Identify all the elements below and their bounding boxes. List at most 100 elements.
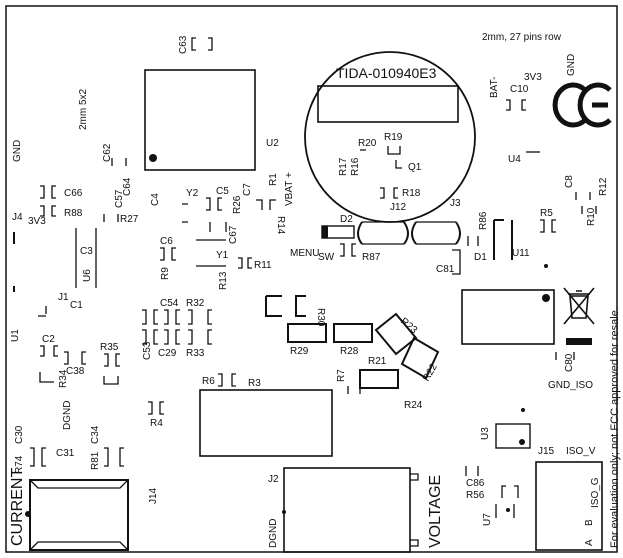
label-r28: R28 xyxy=(340,346,359,357)
ce-mark-icon xyxy=(552,82,612,128)
label-r22: R22 xyxy=(421,362,440,384)
label-gnd-left: GND xyxy=(12,140,23,162)
comp-j14-caps xyxy=(30,447,124,467)
label-r27: R27 xyxy=(120,214,139,225)
label-u1: U1 xyxy=(10,329,21,342)
comp-r87 xyxy=(340,243,356,257)
comp-r56 xyxy=(501,485,519,498)
comp-r35 xyxy=(104,353,120,367)
note-2mm-5x2: 2mm 5x2 xyxy=(78,88,89,130)
label-r3: R3 xyxy=(248,378,261,389)
label-c3: C3 xyxy=(80,246,93,257)
label-r81: R81 xyxy=(90,451,101,470)
label-r19: R19 xyxy=(384,132,403,143)
u7-dot xyxy=(506,508,510,512)
comp-y1 xyxy=(196,239,226,267)
label-c62: C62 xyxy=(102,143,113,162)
label-d1: D1 xyxy=(474,252,487,263)
j2-tabs xyxy=(410,473,419,547)
label-c38: C38 xyxy=(66,366,85,377)
label-r17: R17 xyxy=(338,157,349,176)
board-id: TIDA-010940E3 xyxy=(336,65,437,81)
label-3v3-a: 3V3 xyxy=(28,216,46,227)
comp-c10 xyxy=(506,99,526,111)
comp-r5 xyxy=(540,219,556,233)
comp-c5 xyxy=(206,197,222,211)
comp-row-2 xyxy=(142,329,212,345)
comp-r4 xyxy=(148,401,164,415)
label-c34: C34 xyxy=(90,425,101,444)
mcu-footprint xyxy=(144,69,256,171)
label-c54: C54 xyxy=(160,298,179,309)
comp-r29 xyxy=(287,323,327,343)
label-c7: C7 xyxy=(242,183,253,196)
comp-r21 xyxy=(359,369,399,389)
label-y1: Y1 xyxy=(216,250,229,261)
comp-c81 xyxy=(452,249,461,275)
label-u11: U11 xyxy=(512,248,530,259)
label-c1: C1 xyxy=(70,300,83,311)
label-r7: R7 xyxy=(336,369,347,382)
u3-pin1 xyxy=(519,439,525,445)
label-j12: J12 xyxy=(390,202,407,213)
label-r10: R10 xyxy=(586,207,597,226)
label-r12: R12 xyxy=(598,177,609,196)
label-c10: C10 xyxy=(510,84,529,95)
comp-r30-pad xyxy=(265,295,306,317)
isolator-pin1 xyxy=(542,294,550,302)
comp-r22 xyxy=(400,336,440,380)
d2-cathode xyxy=(322,226,328,238)
comp-c62 xyxy=(111,158,127,166)
comp-r28 xyxy=(333,323,373,343)
label-c57: C57 xyxy=(114,189,125,208)
label-r26: R26 xyxy=(232,195,243,214)
label-r88: R88 xyxy=(64,208,83,219)
label-r5: R5 xyxy=(540,208,553,219)
u6-outline xyxy=(75,228,97,288)
comp-c8-r10 xyxy=(575,192,597,214)
label-menu: MENU xyxy=(290,248,319,259)
label-r20: R20 xyxy=(358,138,377,149)
comp-u1-marks xyxy=(38,306,47,317)
coin-label-box xyxy=(317,85,459,123)
comp-r6 xyxy=(218,373,236,387)
label-c5: C5 xyxy=(216,186,229,197)
j14-bevel xyxy=(29,479,129,551)
disclaimer: For evaluation only; not FCC approved fo… xyxy=(609,307,621,548)
label-bat-minus: BAT- xyxy=(489,77,500,98)
label-r29: R29 xyxy=(290,346,309,357)
connector-j2 xyxy=(283,467,411,553)
svg-text:C63: C63 xyxy=(178,35,189,54)
coin-inner-parts xyxy=(360,146,402,169)
label-voltage: VOLTAGE xyxy=(427,475,444,548)
label-r87: R87 xyxy=(362,252,381,263)
test-dot xyxy=(544,264,548,268)
j14-dot xyxy=(25,511,31,517)
comp-r18 xyxy=(380,187,398,199)
comp-c63: C63 xyxy=(178,35,213,54)
comp-r1 xyxy=(256,199,276,210)
label-r4: R4 xyxy=(150,418,163,429)
label-current: CURRENT xyxy=(9,468,26,546)
label-r86: R86 xyxy=(478,211,489,230)
label-r16: R16 xyxy=(350,157,361,176)
label-r34: R34 xyxy=(58,369,69,388)
label-r23: R23 xyxy=(398,316,419,337)
label-c29: C29 xyxy=(158,348,177,359)
comp-y2 xyxy=(182,203,188,223)
label-c86: C86 xyxy=(466,478,485,489)
comp-r11 xyxy=(238,257,252,269)
label-c8: C8 xyxy=(564,175,575,188)
comp-c66 xyxy=(40,185,56,199)
comp-r23 xyxy=(374,312,418,356)
j2-dot xyxy=(282,510,286,514)
label-u3: U3 xyxy=(480,427,491,440)
label-r74: R74 xyxy=(14,455,25,474)
comp-u3 xyxy=(495,423,531,449)
comp-row-1 xyxy=(142,309,212,325)
comp-r7 xyxy=(347,386,361,394)
label-y2: Y2 xyxy=(186,188,199,199)
label-c81: C81 xyxy=(436,264,455,275)
label-j14: J14 xyxy=(148,487,159,504)
comp-r27 xyxy=(103,214,119,222)
